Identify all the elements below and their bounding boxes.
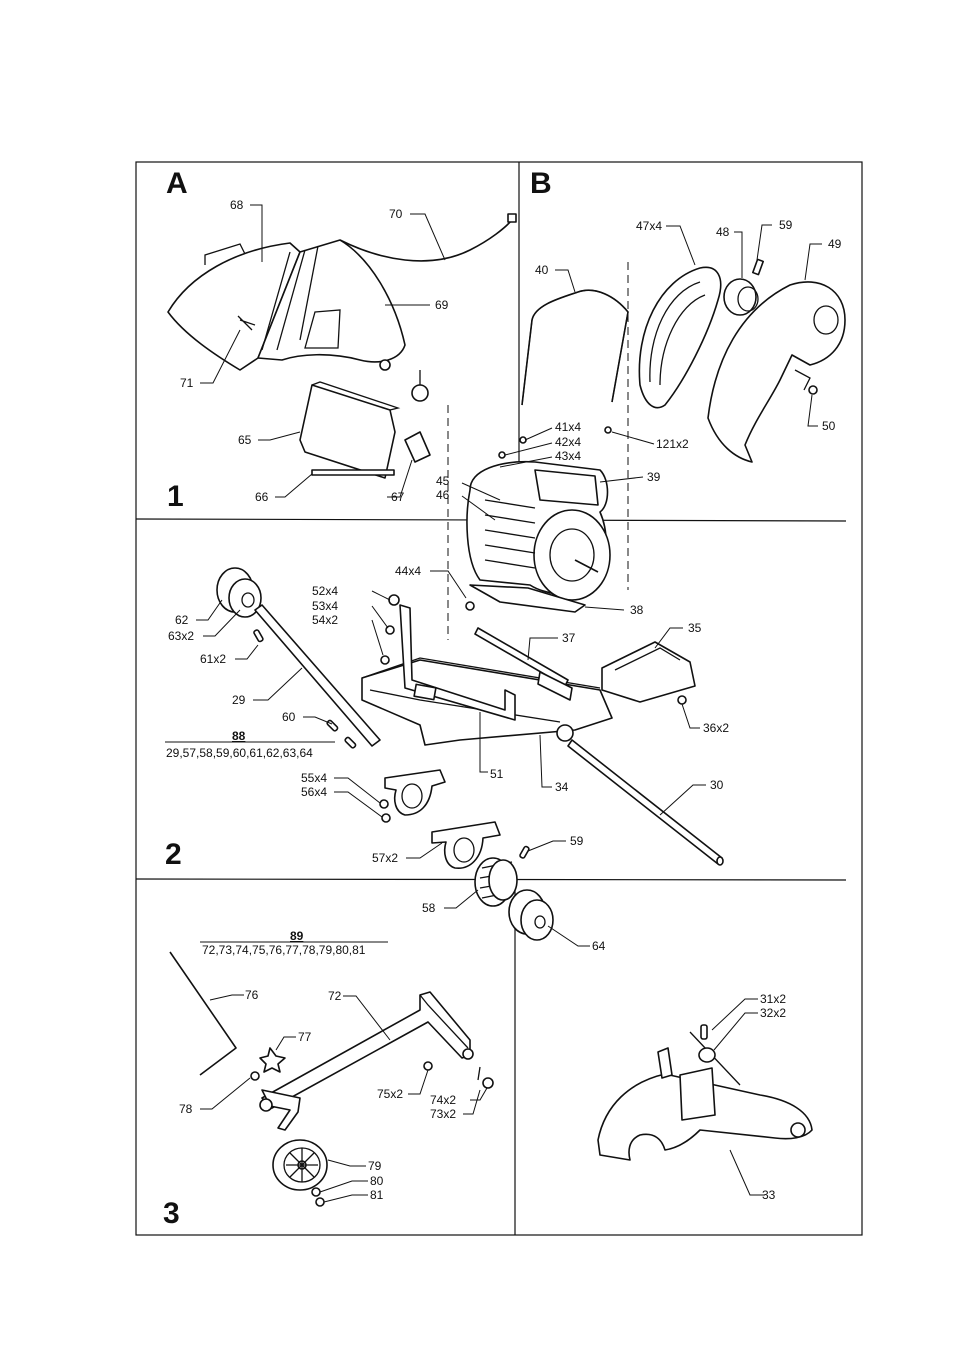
guard-cover-65 <box>299 384 396 479</box>
callout-37: 37 <box>562 631 576 645</box>
water-hose-70 <box>339 219 513 262</box>
callout-64: 64 <box>592 939 606 953</box>
transport-wheel-kit <box>169 951 494 1207</box>
callout-34: 34 <box>555 780 569 794</box>
callout-38: 38 <box>630 603 644 617</box>
callout-69: 69 <box>435 298 449 312</box>
callout-67: 67 <box>391 490 405 504</box>
bearing-57a <box>384 769 446 816</box>
section-label-3: 3 <box>163 1197 180 1230</box>
callout-42x4: 42x4 <box>555 435 581 449</box>
axle-30 <box>567 739 723 865</box>
callout-49: 49 <box>828 237 842 251</box>
callout-55x4: 55x4 <box>301 771 327 785</box>
kit-88-parts: 29,57,58,59,60,61,62,63,64 <box>166 746 313 760</box>
callout-74x2: 74x2 <box>430 1093 456 1107</box>
callout-79: 79 <box>368 1159 382 1173</box>
callout-61x2: 61x2 <box>200 652 226 666</box>
kit-88-number: 88 <box>232 729 246 743</box>
callout-31x2: 31x2 <box>760 992 786 1006</box>
section-label-A: A <box>166 167 188 200</box>
blade-guard-half-68 <box>167 242 301 371</box>
callout-73x2: 73x2 <box>430 1107 456 1121</box>
brush-strip-66 <box>311 469 395 476</box>
callout-77: 77 <box>298 1030 312 1044</box>
callout-44x4: 44x4 <box>395 564 421 578</box>
handle-bar-40 <box>521 289 629 406</box>
callout-32x2: 32x2 <box>760 1006 786 1020</box>
blade-guard-assembly <box>167 213 517 479</box>
callout-48: 48 <box>716 225 730 239</box>
callout-53x4: 53x4 <box>312 599 338 613</box>
drive-shaft-29 <box>254 604 381 747</box>
diagram-frame <box>135 161 863 1236</box>
callout-63x2: 63x2 <box>168 629 194 643</box>
v-belts-47 <box>638 266 722 409</box>
callout-47x4: 47x4 <box>636 219 662 233</box>
callout-50: 50 <box>822 419 836 433</box>
base-frame-34 <box>361 659 613 746</box>
kit-89-parts: 72,73,74,75,76,77,78,79,80,81 <box>202 943 366 957</box>
callout-43x4: 43x4 <box>555 449 581 463</box>
callout-41x4: 41x4 <box>555 420 581 434</box>
blade-guard-half-69 <box>257 239 406 363</box>
callout-78: 78 <box>179 1102 193 1116</box>
rod-76 <box>169 951 237 1076</box>
spacer-67 <box>404 431 431 463</box>
callout-60: 60 <box>282 710 296 724</box>
knob-77 <box>259 1047 286 1073</box>
axle-frame-72 <box>261 991 471 1109</box>
callout-72: 72 <box>328 989 342 1003</box>
callout-59a: 59 <box>779 218 793 232</box>
pulley-48 <box>723 278 757 316</box>
callout-56x4: 56x4 <box>301 785 327 799</box>
callout-70: 70 <box>389 207 403 221</box>
belt-guard-49 <box>707 281 846 463</box>
callout-66: 66 <box>255 490 269 504</box>
kit-89-number: 89 <box>290 929 304 943</box>
callout-45: 45 <box>436 474 450 488</box>
guard-assembly-33 <box>597 1024 813 1161</box>
motor-drive-assembly <box>465 258 846 613</box>
callout-121x2: 121x2 <box>656 437 689 451</box>
callout-52x4: 52x4 <box>312 584 338 598</box>
callout-71: 71 <box>180 376 194 390</box>
callout-65: 65 <box>238 433 252 447</box>
bearing-57b <box>431 821 501 869</box>
callout-75x2: 75x2 <box>377 1087 403 1101</box>
callout-81: 81 <box>370 1188 384 1202</box>
callout-59b: 59 <box>570 834 584 848</box>
callout-68: 68 <box>230 198 244 212</box>
section-label-1: 1 <box>167 480 184 513</box>
callout-51: 51 <box>490 767 504 781</box>
base-frame-assembly <box>216 567 724 941</box>
callout-54x2: 54x2 <box>312 613 338 627</box>
callout-62: 62 <box>175 613 189 627</box>
callout-58: 58 <box>422 901 436 915</box>
motor-base-plate-38 <box>469 584 586 613</box>
callout-46: 46 <box>436 488 450 502</box>
section-label-B: B <box>530 167 552 200</box>
callout-29: 29 <box>232 693 246 707</box>
callout-57x2: 57x2 <box>372 851 398 865</box>
callout-36x2: 36x2 <box>703 721 729 735</box>
callout-40: 40 <box>535 263 549 277</box>
section-label-2: 2 <box>165 838 182 871</box>
wheel-bracket-35 <box>601 641 696 703</box>
wheel-bracket-arm <box>261 1089 301 1131</box>
callout-35: 35 <box>688 621 702 635</box>
callout-39: 39 <box>647 470 661 484</box>
callout-80: 80 <box>370 1174 384 1188</box>
callout-76: 76 <box>245 988 259 1002</box>
callout-33: 33 <box>762 1188 776 1202</box>
callout-30: 30 <box>710 778 724 792</box>
